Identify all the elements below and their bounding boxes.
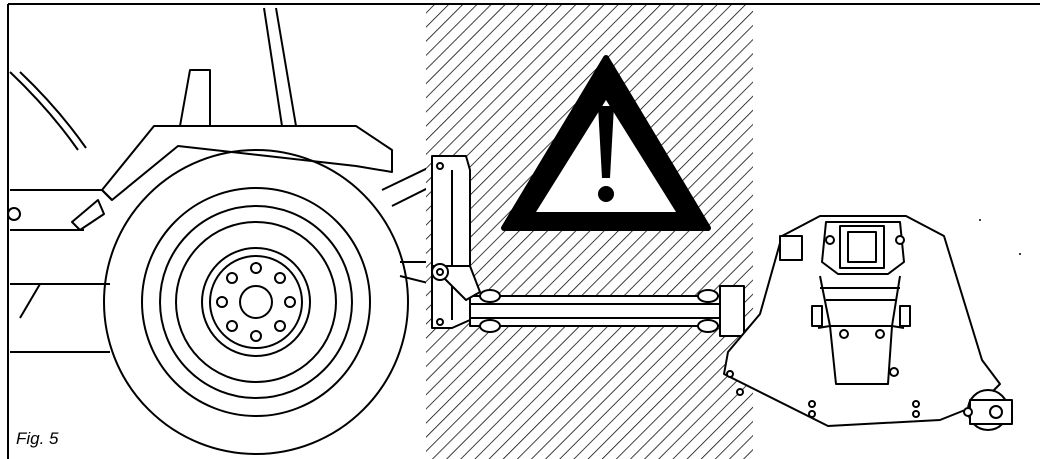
tractor-drawing: [7, 7, 426, 455]
exclamation-icon: [598, 106, 614, 178]
scan-specks: [979, 219, 1021, 255]
flail-mower-drawing: [723, 215, 1013, 431]
figure-caption: Fig. 5: [16, 429, 59, 448]
warning-triangle-icon: [501, 55, 711, 231]
hitch-and-pto-shaft: [431, 155, 745, 337]
danger-zone-hatching: [426, 4, 753, 459]
